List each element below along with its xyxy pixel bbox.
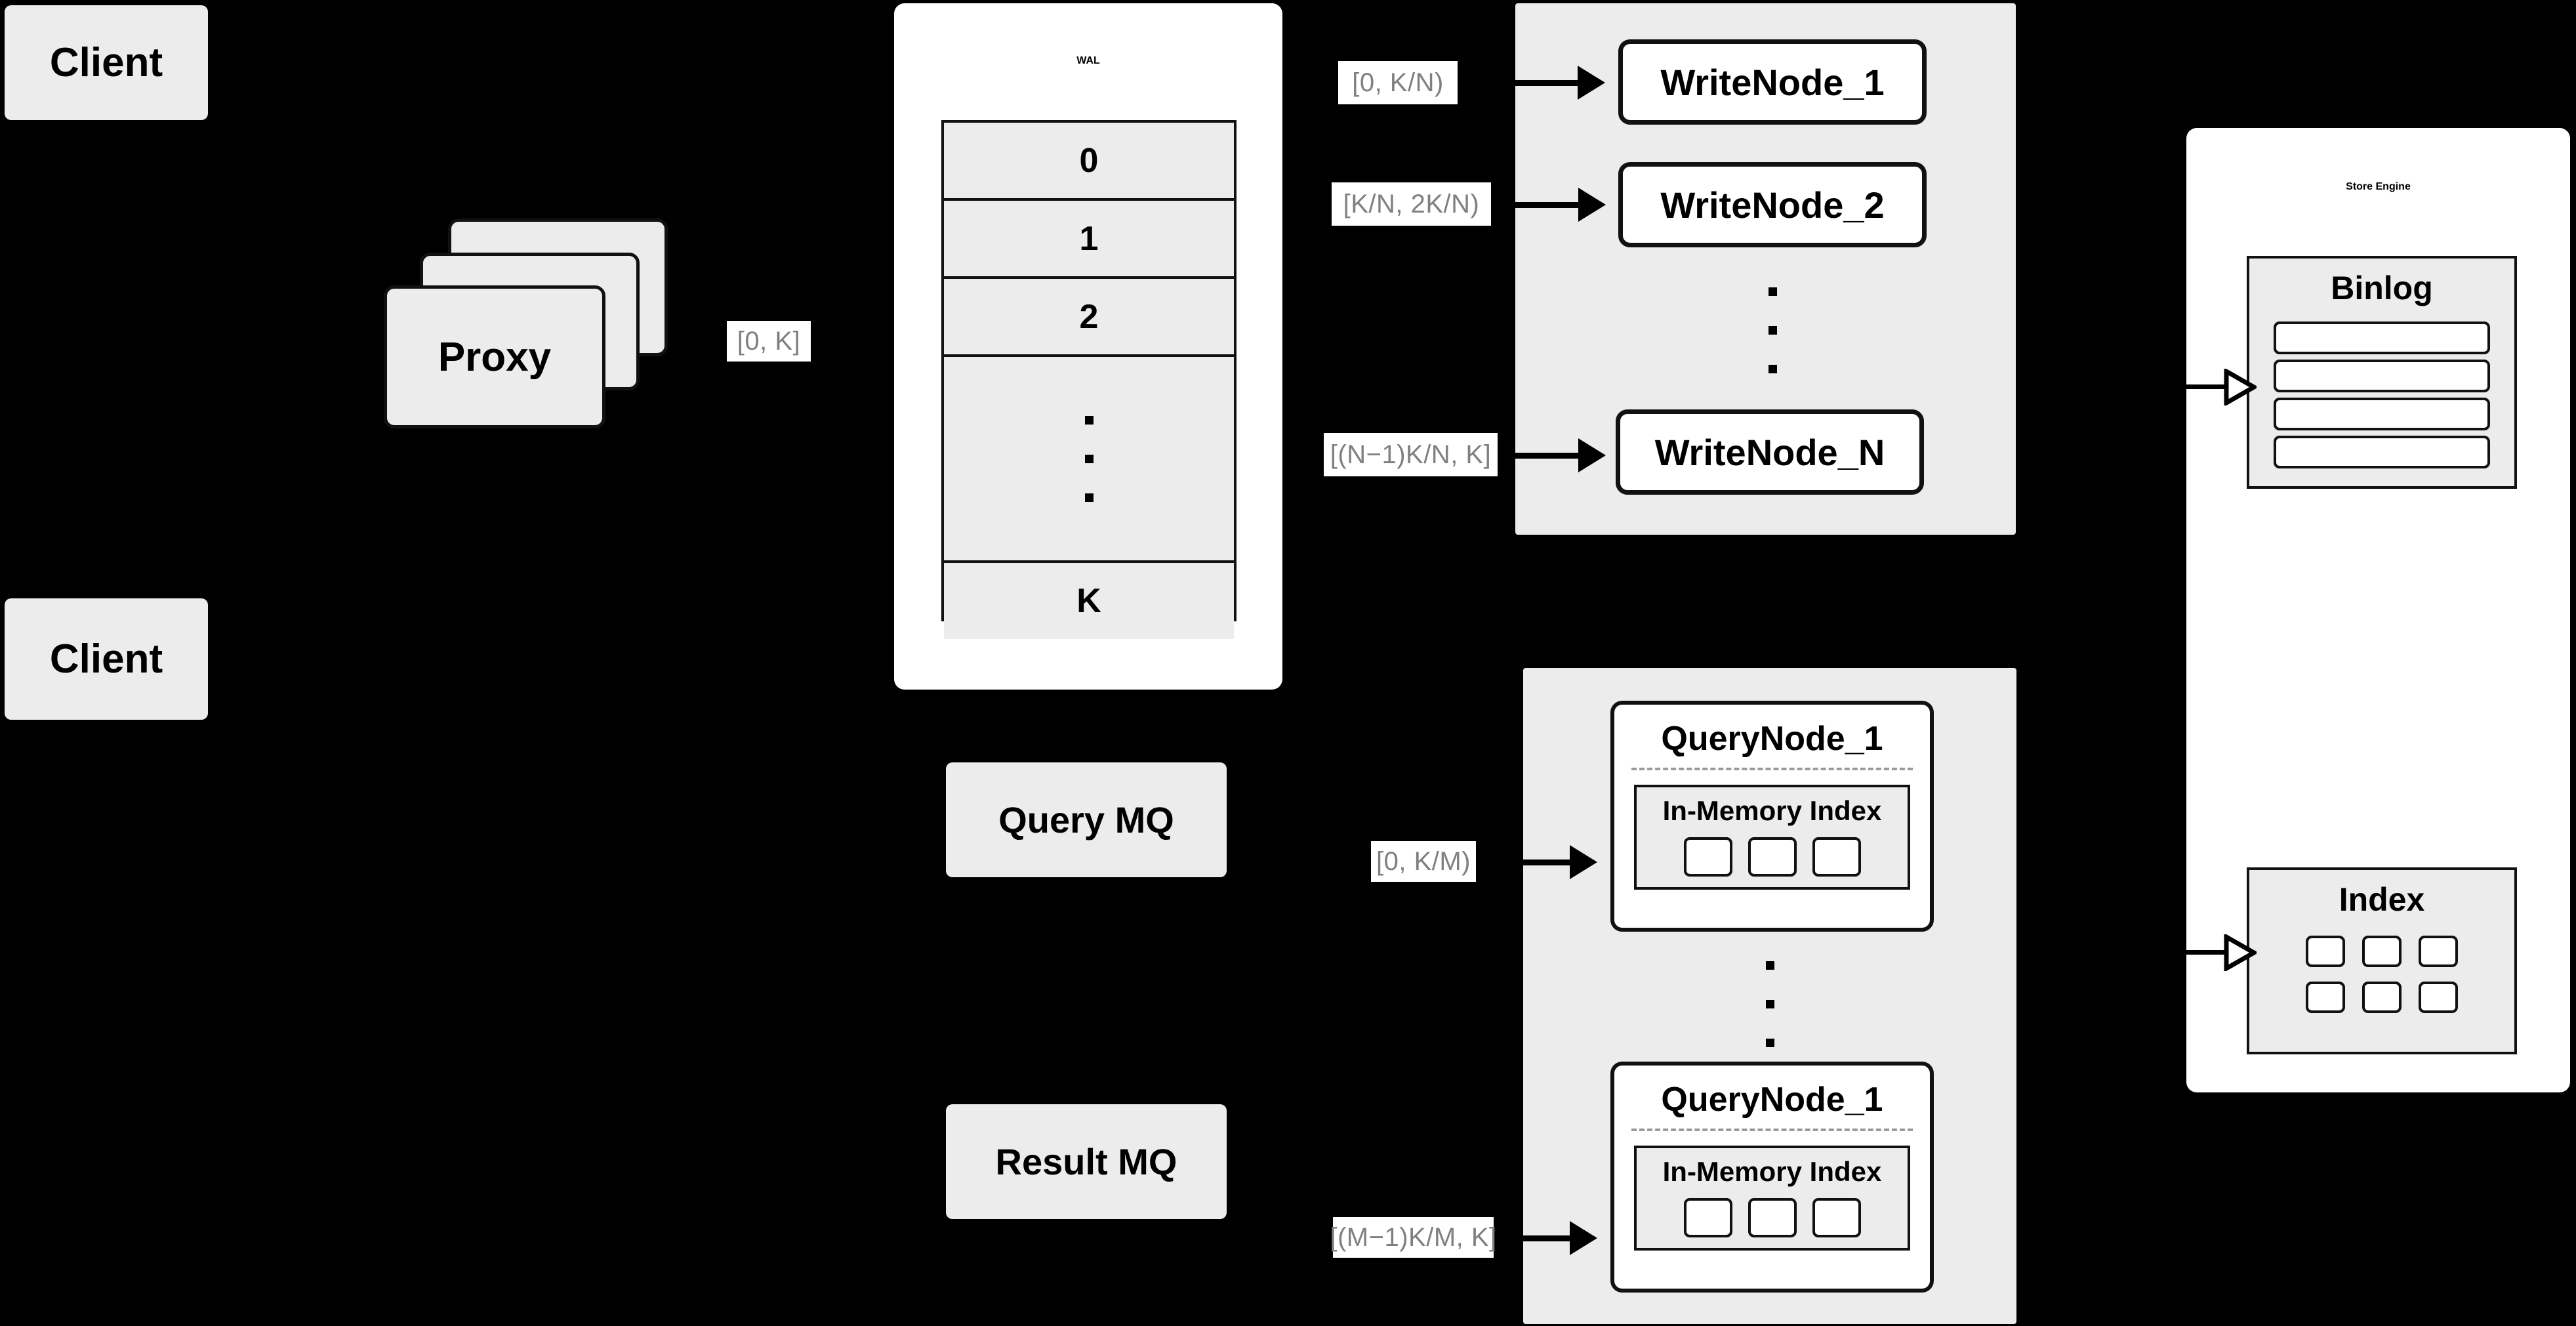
binlog-arrow-line [2186, 384, 2227, 389]
wal-entry-table: 0 1 2 K [941, 120, 1237, 639]
wal-row-ellipsis [944, 357, 1234, 563]
writenode-2-arrow-line [1494, 202, 1578, 208]
wal-row: 2 [944, 279, 1234, 357]
writenode-1-arrow-line [1463, 80, 1578, 86]
binlog-bars [2249, 321, 2514, 468]
writenode-2-arrow-head [1578, 188, 1606, 222]
querynode-1-title: QueryNode_1 [1661, 720, 1883, 758]
querynode-1-divider [1631, 768, 1913, 770]
proxy-label: Proxy [438, 334, 552, 380]
client-box-1[interactable]: Client [5, 5, 208, 120]
ellipsis-dot [1765, 1038, 1774, 1047]
querynode-1-arrow-head [1570, 845, 1597, 879]
ellipsis-dot [1768, 287, 1777, 296]
ellipsis-dot [1768, 325, 1777, 335]
querynode-1-range-label: [0, K/M) [1371, 841, 1476, 882]
binlog-bar [2274, 398, 2490, 430]
index-cell [1748, 1198, 1797, 1237]
querynode-2-box[interactable]: QueryNode_1 In-Memory Index [1610, 1062, 1934, 1293]
wal-title: WAL [1076, 55, 1100, 66]
index-arrow-line [2186, 950, 2227, 955]
writenode-2-range-label: [K/N, 2K/N) [1332, 182, 1491, 226]
index-cell [2419, 936, 2458, 967]
index-cell [1748, 837, 1797, 877]
writenode-n-arrow-line [1501, 453, 1578, 459]
writenode-1-arrow-head [1578, 66, 1605, 100]
ellipsis-dot [1768, 364, 1777, 373]
query-mq-box[interactable]: Query MQ [946, 762, 1227, 877]
proxy-card-front[interactable]: Proxy [384, 285, 605, 428]
querynode-2-title: QueryNode_1 [1661, 1081, 1883, 1119]
client-box-2[interactable]: Client [5, 598, 208, 720]
querynode-2-arrow-line [1496, 1235, 1570, 1241]
index-panel: Index [2247, 867, 2517, 1054]
write-cluster-ellipsis [1759, 274, 1786, 386]
binlog-bar [2274, 436, 2490, 468]
writenode-n-arrow-head [1578, 438, 1606, 472]
writenode-1-range-label: [0, K/N) [1338, 61, 1458, 104]
binlog-title: Binlog [2331, 270, 2433, 306]
querynode-2-range-label: [(M−1)K/M, K] [1330, 1217, 1496, 1258]
index-arrow-head-open-icon [2224, 934, 2257, 971]
inmemory-index-title: In-Memory Index [1662, 795, 1882, 826]
querynode-2-arrow-head [1570, 1221, 1597, 1255]
index-cell [1812, 837, 1861, 877]
index-cell [2306, 982, 2345, 1013]
writenode-n-range-label: [(N−1)K/N, K] [1324, 433, 1498, 476]
index-cell [2306, 936, 2345, 967]
querynode-2-divider [1631, 1129, 1913, 1131]
inmemory-index-cells [1637, 837, 1908, 877]
querynode-1-box[interactable]: QueryNode_1 In-Memory Index [1610, 701, 1934, 932]
wal-row: K [944, 563, 1234, 639]
writenode-n-box[interactable]: WriteNode_N [1616, 409, 1924, 495]
index-cell [2419, 982, 2458, 1013]
index-cell [2362, 936, 2402, 967]
ellipsis-dot [1084, 493, 1094, 502]
client-label: Client [49, 40, 163, 85]
query-mq-label: Query MQ [998, 799, 1174, 840]
inmemory-index-cells [1637, 1198, 1908, 1237]
querynode-1-arrow-line [1478, 860, 1570, 865]
index-cell-grid [2249, 936, 2514, 1013]
binlog-panel: Binlog [2247, 256, 2517, 489]
binlog-bar [2274, 360, 2490, 392]
binlog-arrow-head-open-icon [2224, 369, 2257, 405]
wal-row: 0 [944, 123, 1234, 201]
store-engine-title: Store Engine [2346, 181, 2411, 192]
result-mq-box[interactable]: Result MQ [946, 1104, 1227, 1219]
querynode-1-inmemory-index: In-Memory Index [1634, 785, 1910, 890]
index-cell [1683, 1198, 1732, 1237]
writenode-2-box[interactable]: WriteNode_2 [1618, 162, 1927, 247]
ellipsis-dot [1084, 415, 1094, 425]
ellipsis-dot [1765, 961, 1774, 970]
proxy-range-label: [0, K] [727, 321, 811, 362]
index-title: Index [2339, 881, 2425, 918]
index-cell [1812, 1198, 1861, 1237]
client-label: Client [49, 636, 163, 682]
index-cell [2362, 982, 2402, 1013]
writenode-1-box[interactable]: WriteNode_1 [1618, 39, 1927, 125]
wal-row: 1 [944, 201, 1234, 279]
ellipsis-dot [1765, 999, 1774, 1008]
ellipsis-dot [1084, 454, 1094, 463]
inmemory-index-title: In-Memory Index [1662, 1156, 1882, 1187]
querynode-2-inmemory-index: In-Memory Index [1634, 1146, 1910, 1251]
query-cluster-ellipsis [1757, 948, 1783, 1060]
result-mq-label: Result MQ [995, 1141, 1177, 1182]
binlog-bar [2274, 321, 2490, 354]
index-cell [1683, 837, 1732, 877]
